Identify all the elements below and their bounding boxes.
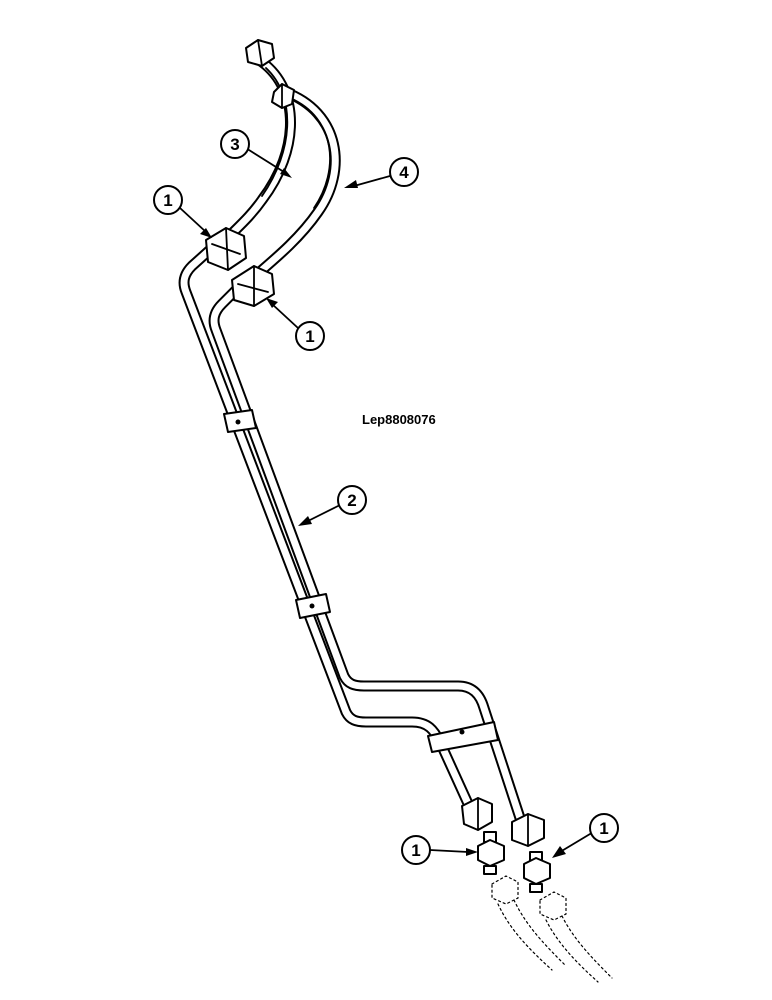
phantom-hose-right <box>539 891 613 983</box>
adapter-upper-right <box>231 265 275 307</box>
callout-1-lower-right: 1 <box>552 813 619 858</box>
callout-1-upper-right-label: 1 <box>305 327 314 346</box>
callout-3-label: 3 <box>230 135 239 154</box>
tube-clip-middle <box>295 593 331 619</box>
hose-end-nut-upper <box>245 39 295 109</box>
hose-4 <box>249 86 341 282</box>
callout-1-lower-left-label: 1 <box>411 841 420 860</box>
tube-end-nut-left <box>461 797 493 831</box>
callout-2: 2 <box>298 485 367 526</box>
tube-end-nut-right <box>511 813 545 847</box>
callout-4-label: 4 <box>399 163 409 182</box>
tube-clip-lower <box>427 721 499 753</box>
adapter-lower-left <box>477 831 505 875</box>
callout-1-upper-left-label: 1 <box>163 191 172 210</box>
callout-1-lower-left: 1 <box>401 835 478 865</box>
callout-4: 4 <box>344 157 419 188</box>
phantom-hose-left <box>491 875 567 971</box>
callout-3: 3 <box>220 129 292 178</box>
callout-1-upper-left: 1 <box>153 185 212 238</box>
callout-2-label: 2 <box>347 491 356 510</box>
tube-assembly-2 <box>178 242 526 824</box>
adapter-upper-left <box>205 227 247 271</box>
figure-reference-code: Lep8808076 <box>362 412 436 427</box>
tube-clip-upper <box>223 409 257 433</box>
adapter-lower-right <box>523 851 551 893</box>
callout-1-upper-right: 1 <box>266 298 325 351</box>
callout-1-lower-right-label: 1 <box>599 819 608 838</box>
